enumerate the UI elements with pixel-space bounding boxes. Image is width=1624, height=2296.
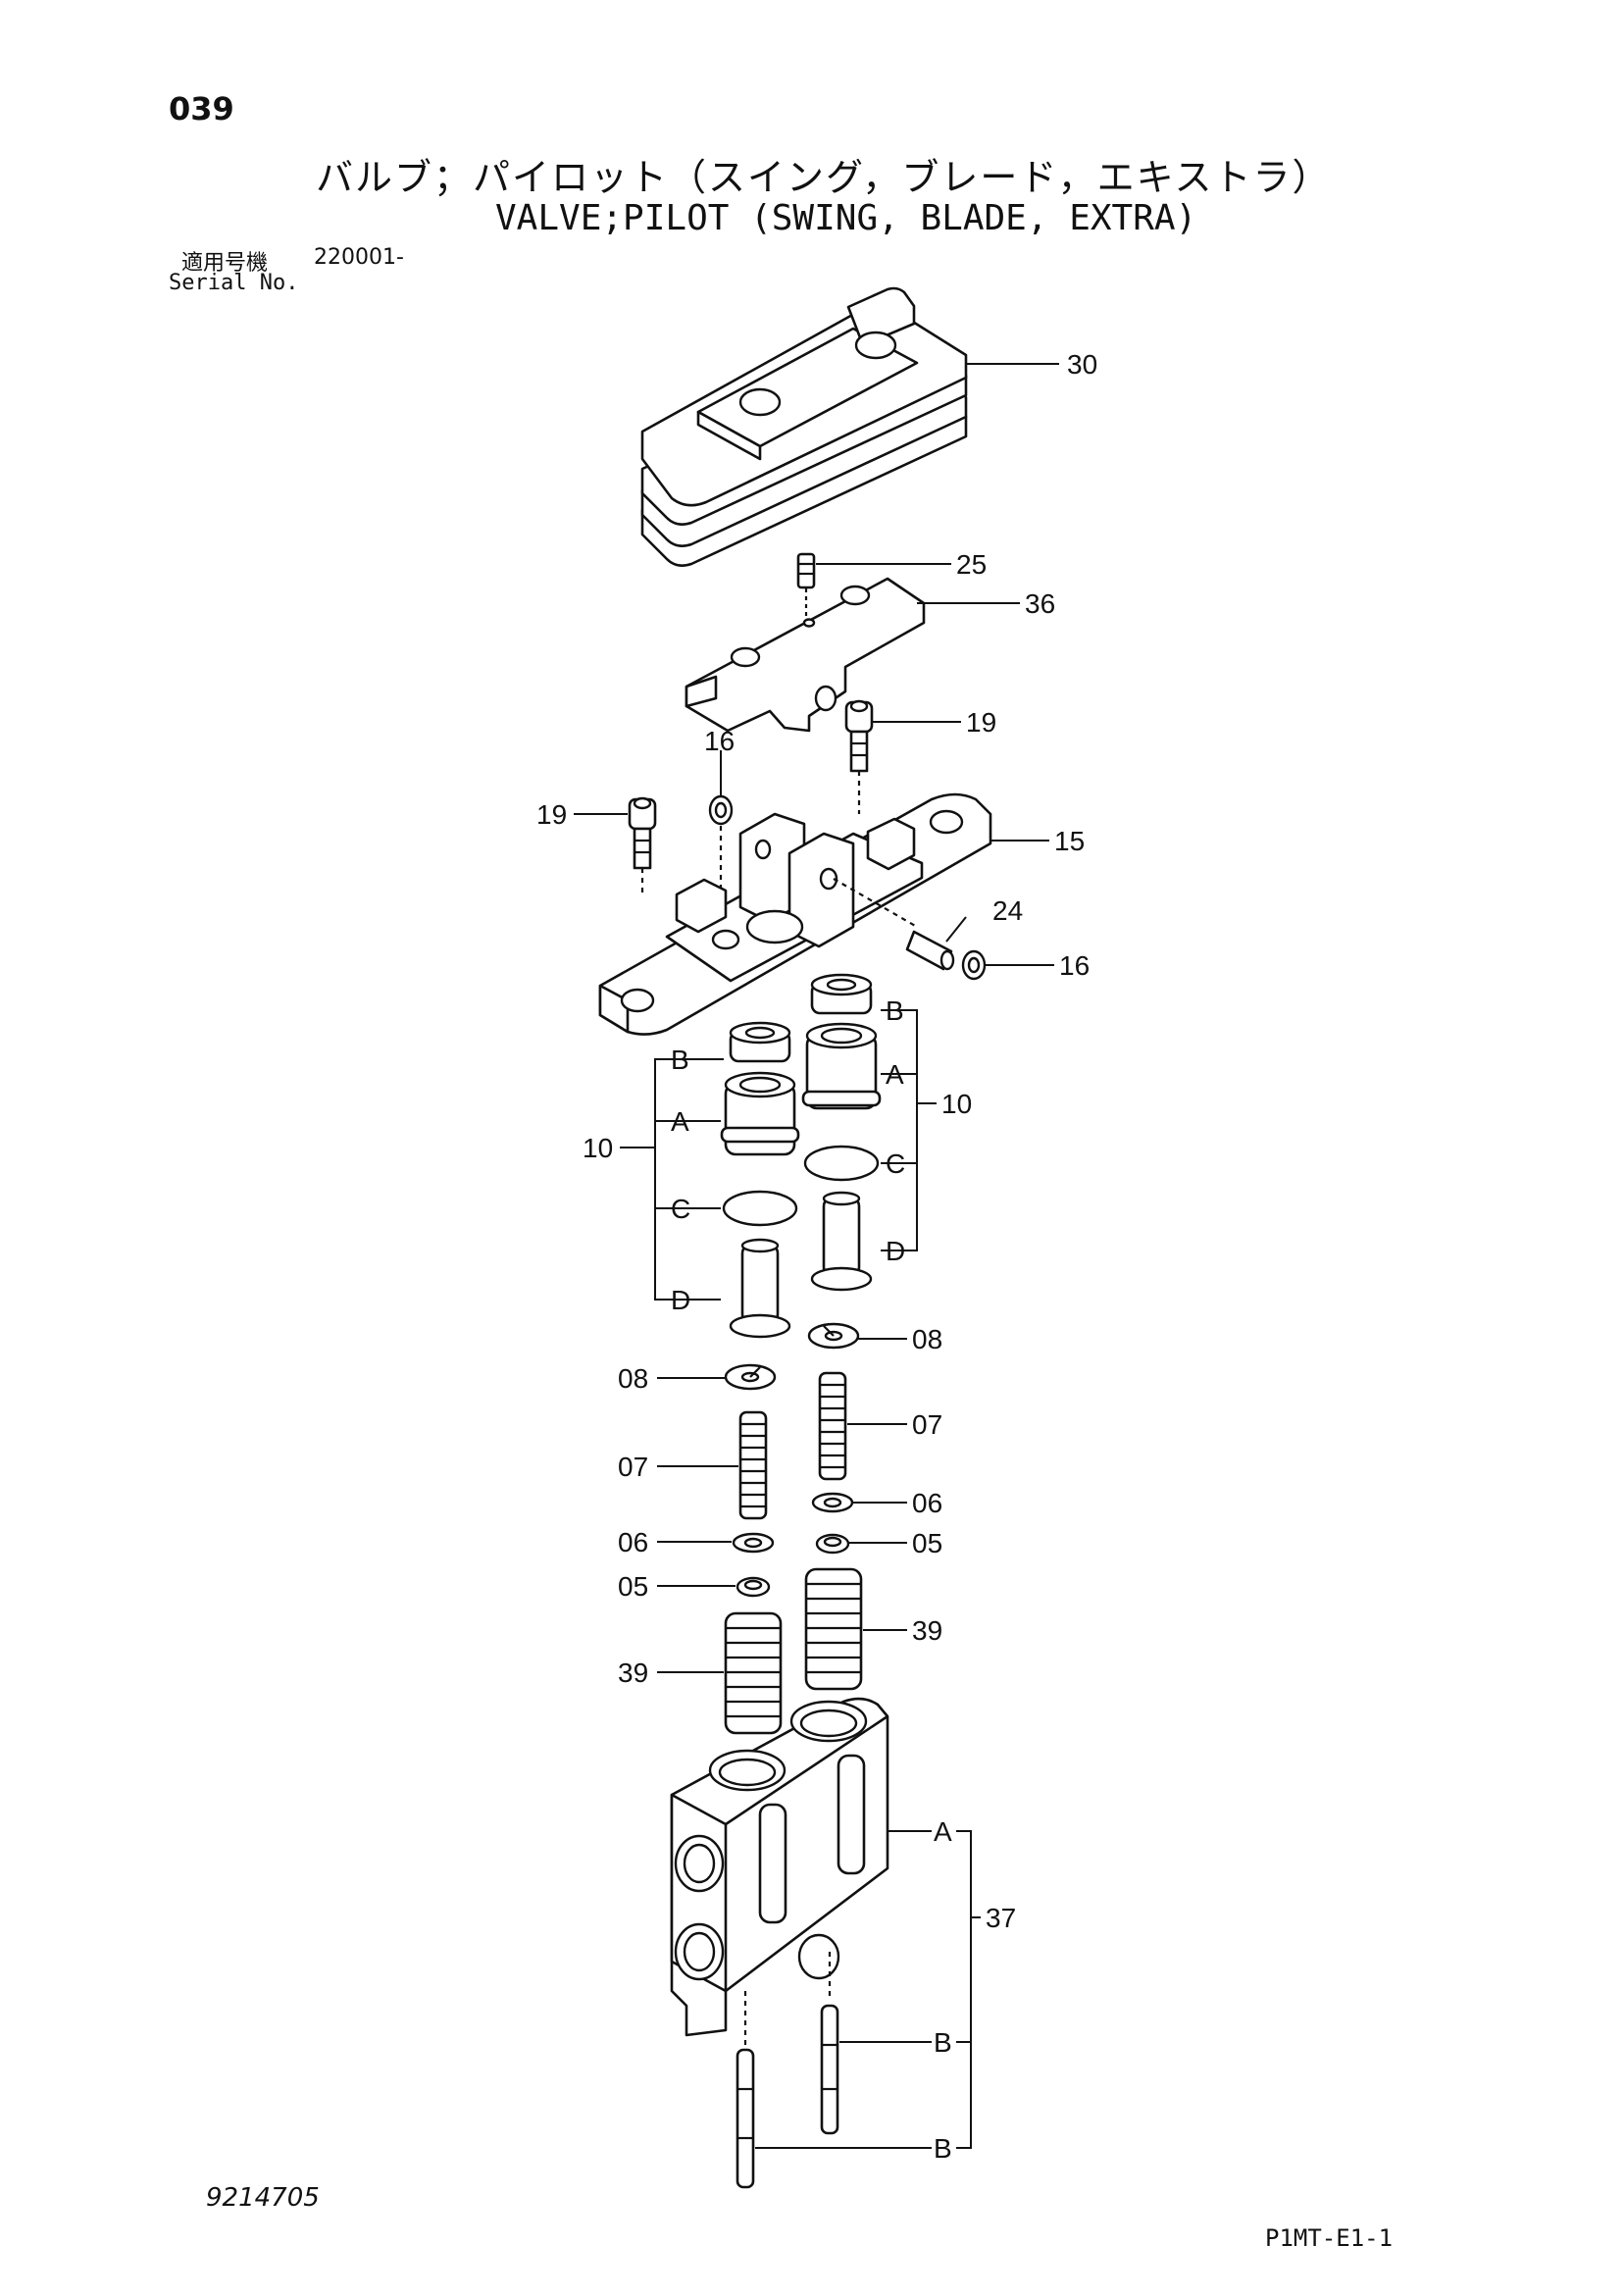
callout-10-left: 10 [583, 1133, 613, 1163]
serial-label-japanese: 適用号機 [181, 251, 269, 276]
sublabel-d-right: D [886, 1236, 905, 1266]
part-08-retainer-right [807, 1322, 860, 1350]
sheet-code: P1MT-E1-1 [1265, 2224, 1394, 2252]
callout-05-right: 05 [912, 1528, 942, 1558]
part-19-bolt-right [844, 699, 874, 814]
sublabel-a-body: A [934, 1816, 952, 1847]
part-10-assembly-right [801, 973, 882, 1292]
sublabel-b-right: B [886, 995, 904, 1026]
part-36-plate [685, 577, 926, 733]
callout-16-lower: 16 [1059, 950, 1090, 981]
callout-19-left: 19 [536, 799, 567, 830]
sublabel-a-right: A [886, 1059, 904, 1090]
part-37-spool-right [820, 1952, 839, 2135]
part-08-retainer-left [724, 1363, 777, 1391]
callout-25: 25 [956, 549, 987, 580]
part-19-bolt-left [628, 796, 657, 893]
part-24-pin [833, 878, 955, 971]
title-english: VALVE;PILOT (SWING, BLADE, EXTRA) [495, 198, 1197, 238]
callout-07-right: 07 [912, 1409, 942, 1440]
sublabel-b-left: B [671, 1045, 689, 1075]
serial-value: 220001- [314, 245, 404, 270]
callout-39-right: 39 [912, 1615, 942, 1646]
serial-label-english: Serial No. [169, 271, 299, 295]
part-06-washer-right [811, 1492, 854, 1513]
leader-lines [574, 363, 1059, 2149]
part-37-valve-body [670, 1697, 889, 2037]
callout-06-right: 06 [912, 1488, 942, 1518]
sublabel-b-spool-lower: B [934, 2133, 952, 2164]
part-07-spring-right [818, 1371, 847, 1481]
sublabel-d-left: D [671, 1285, 690, 1315]
part-16-washer-upper [708, 794, 734, 942]
sublabel-b-spool-upper: B [934, 2027, 952, 2058]
callout-36: 36 [1025, 588, 1055, 619]
drawing-number: 9214705 [206, 2183, 320, 2213]
callout-30: 30 [1067, 349, 1097, 380]
callout-05-left: 05 [618, 1571, 648, 1602]
page-number: 039 [169, 90, 234, 128]
callout-37: 37 [986, 1903, 1016, 1933]
part-07-spring-left [738, 1410, 768, 1520]
part-30-boot [640, 286, 968, 567]
part-39-spring-right [804, 1567, 863, 1691]
callout-19-right: 19 [966, 707, 996, 738]
part-39-spring-left [724, 1611, 783, 1735]
title-japanese: バルブ；パイロット（スイング，ブレード，エキストラ） [316, 156, 1332, 199]
part-15-base-plate [598, 792, 992, 1036]
callout-39-left: 39 [618, 1658, 648, 1688]
part-05-seat-right [815, 1533, 850, 1555]
part-37-spool-left [736, 1991, 755, 2189]
callout-15: 15 [1054, 826, 1085, 856]
callout-16-upper: 16 [704, 726, 735, 756]
part-05-seat-left [736, 1576, 771, 1598]
part-06-washer-left [732, 1532, 775, 1554]
callout-07-left: 07 [618, 1452, 648, 1482]
sublabel-c-left: C [671, 1194, 690, 1224]
callout-labels: 30 25 36 16 19 19 15 24 16 10 B A C D 10… [536, 349, 1097, 2164]
callout-10-right: 10 [941, 1089, 972, 1119]
part-25-screw [796, 552, 816, 618]
callout-06-left: 06 [618, 1527, 648, 1557]
part-10-assembly-left [720, 1021, 800, 1339]
callout-24: 24 [992, 895, 1023, 926]
callout-08-left: 08 [618, 1363, 648, 1394]
sublabel-c-right: C [886, 1148, 905, 1179]
sublabel-a-left: A [671, 1106, 689, 1137]
part-16-washer-lower [961, 949, 987, 981]
callout-08-right: 08 [912, 1324, 942, 1354]
